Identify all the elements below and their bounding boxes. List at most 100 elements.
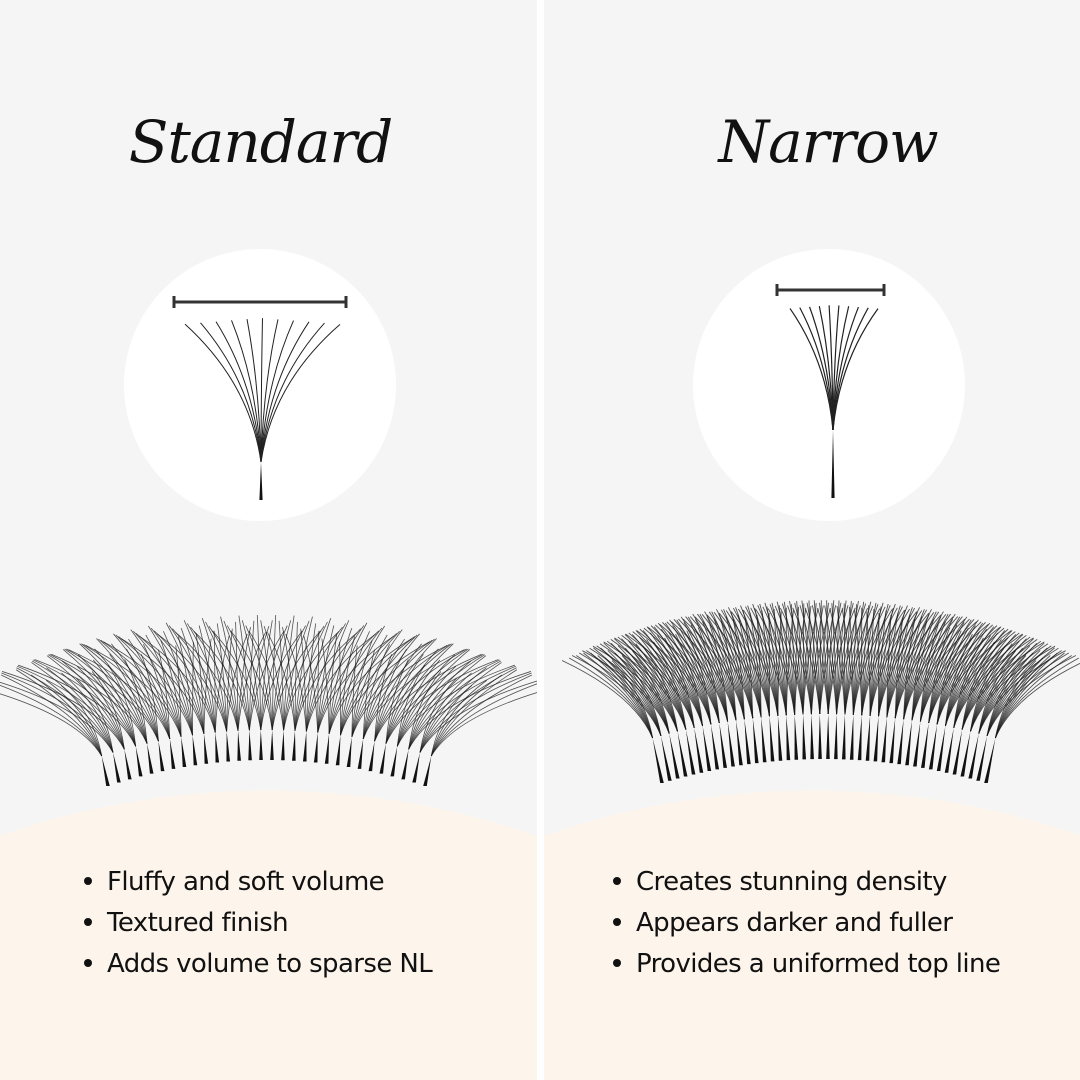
lash-fiber (0, 674, 103, 757)
lash-cluster-base (324, 733, 330, 764)
lash-fiber (153, 630, 216, 733)
lash-fiber (430, 683, 537, 757)
lash-cluster-base (761, 717, 767, 763)
lash-fiber (340, 630, 400, 736)
lash-fiber (732, 618, 745, 720)
lash-fiber (419, 667, 487, 753)
lash-fiber (430, 674, 533, 757)
lash-cluster-base (794, 714, 799, 760)
lash-cluster-base (259, 730, 263, 761)
lash-fiber (362, 644, 390, 739)
lash-cluster-base (826, 714, 830, 760)
lash-cluster-base (677, 731, 688, 777)
lash-fiber (419, 672, 472, 753)
lash-cluster-base (952, 729, 963, 775)
lash-fiber (226, 628, 233, 732)
lash-fiber (861, 610, 905, 716)
lash-fiber (408, 671, 442, 750)
lash-fiber (720, 621, 737, 721)
lash-fiber (241, 620, 262, 731)
lash-fiber (148, 625, 193, 736)
lash-fiber (351, 634, 418, 738)
lash-fiber (340, 641, 430, 736)
list-item-text: Textured finish (107, 908, 289, 938)
lash-fiber (419, 677, 457, 753)
fan-circle (124, 249, 396, 521)
bullet-icon (613, 917, 621, 926)
lash-fiber (561, 660, 654, 739)
fan-fiber (260, 319, 279, 463)
lash-fiber (190, 626, 239, 731)
lash-fiber (396, 654, 486, 747)
lash-fiber (317, 630, 380, 733)
lash-fiber (430, 679, 488, 757)
lash-cluster-base (346, 736, 352, 767)
lash-fiber (68, 649, 171, 740)
fan-fiber (260, 323, 341, 463)
lash-fiber (157, 633, 228, 732)
lash-fiber (362, 638, 405, 739)
bullet-icon (84, 917, 92, 926)
lash-fiber (317, 630, 320, 733)
lash-fiber (305, 618, 332, 732)
lash-fiber (321, 638, 330, 734)
lash-fiber (33, 659, 137, 747)
lash-fiber (128, 638, 171, 739)
lash-cluster-base (736, 720, 743, 766)
lash-fiber (135, 633, 205, 734)
lash-cluster-base (694, 727, 704, 773)
fan-fiber (260, 318, 263, 463)
lash-fiber (396, 649, 471, 747)
bullet-icon (84, 876, 92, 885)
list-item: Textured finish (84, 903, 432, 944)
list-item-text: Creates stunning density (636, 867, 947, 897)
lash-fiber (300, 628, 307, 732)
list-item: Creates stunning density (613, 862, 1000, 903)
lash-fiber (238, 615, 250, 731)
lash-fiber (223, 620, 250, 731)
fan-fiber (200, 322, 262, 463)
lash-fiber (271, 615, 277, 731)
lash-fiber (419, 672, 532, 753)
lash-cluster-base (302, 731, 307, 762)
lash-cluster-base (928, 724, 938, 770)
lash-cluster-base (865, 715, 871, 761)
lash-fiber (351, 645, 358, 737)
lash-fiber (305, 628, 362, 732)
lash-cluster-base (685, 729, 696, 775)
lash-cluster-base (968, 733, 979, 779)
list-item-text: Fluffy and soft volume (107, 867, 385, 897)
lash-fiber (138, 635, 216, 733)
lash-fiber (198, 625, 216, 733)
lash-cluster-base (777, 715, 783, 761)
lash-fiber (226, 633, 248, 732)
lash-cluster-base (215, 732, 220, 763)
lash-fiber (237, 632, 266, 731)
lash-fiber (64, 648, 148, 744)
fan-fiber (215, 321, 262, 463)
lash-fiber (396, 664, 426, 747)
lash-cluster-base (881, 717, 887, 763)
panel-title: Narrow (718, 108, 938, 176)
lash-cluster-base (368, 741, 375, 772)
fan-fiber (260, 322, 325, 463)
lash-cluster-base (873, 716, 879, 762)
lash-fiber (245, 625, 273, 731)
lash-fiber (362, 638, 435, 740)
lash-fiber (303, 635, 319, 733)
lash-fiber (92, 659, 137, 747)
lash-cluster-base (313, 732, 318, 763)
lash-fiber (208, 625, 250, 731)
lash-cluster-base (660, 735, 672, 781)
lash-fiber (130, 629, 182, 738)
lash-fiber (351, 645, 448, 738)
fan-stem (831, 430, 835, 498)
lash-fiber (0, 684, 103, 757)
lash-fiber (351, 640, 373, 737)
lash-fiber (294, 621, 328, 731)
lash-fiber (260, 620, 273, 731)
lash-fiber (430, 685, 473, 757)
lash-fiber (118, 636, 193, 736)
lash-fiber (140, 654, 159, 742)
lash-cluster-base (147, 743, 154, 774)
